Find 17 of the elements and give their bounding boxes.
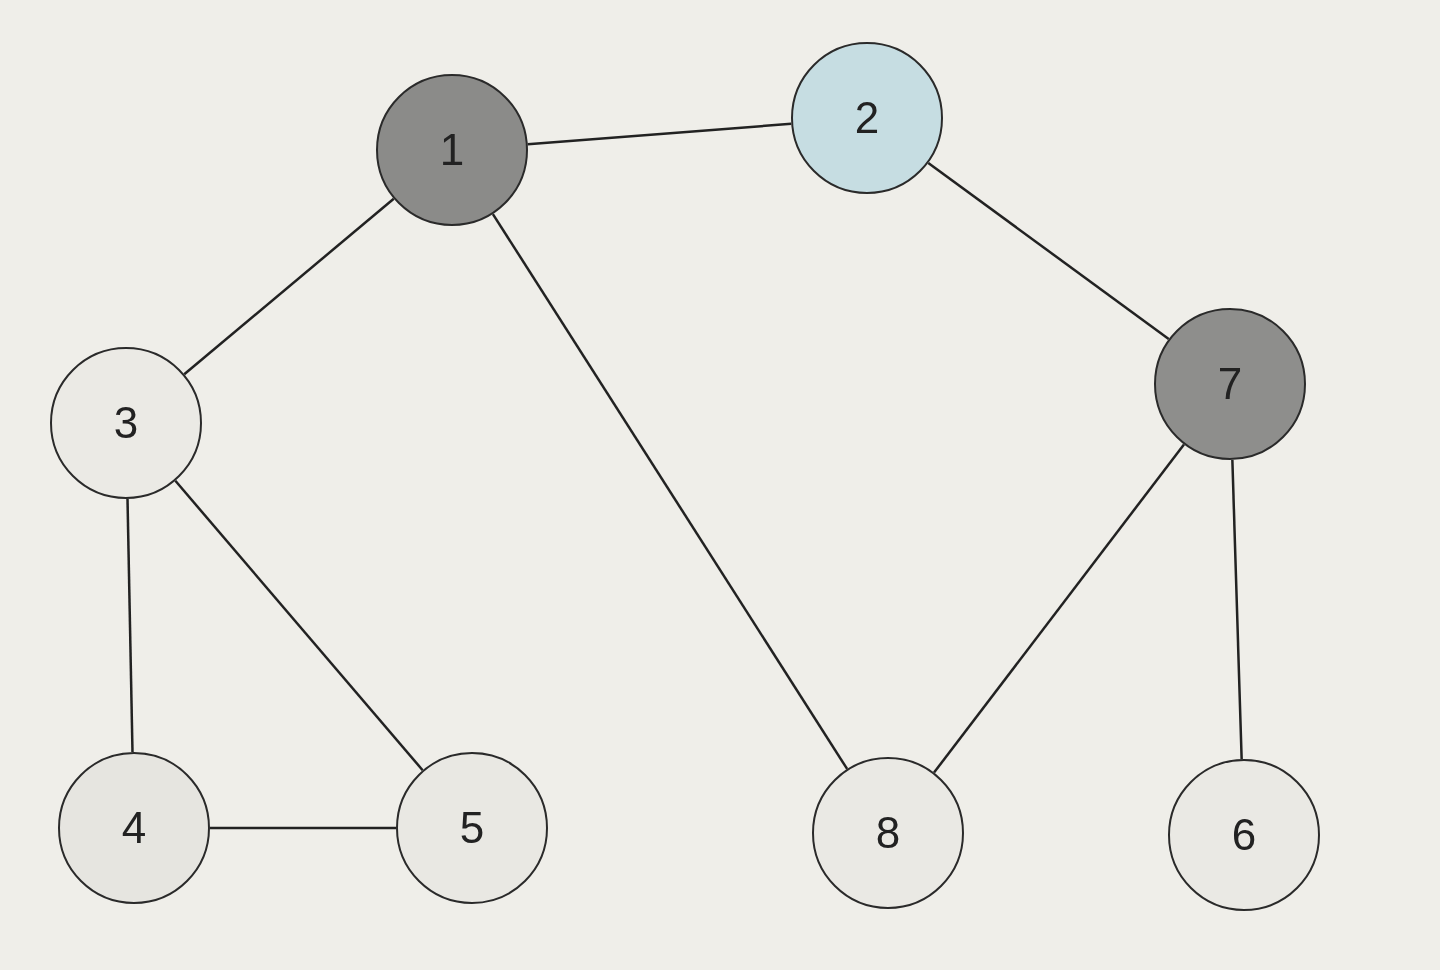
node-number: 5: [459, 803, 485, 853]
node-number: 3: [113, 398, 139, 448]
node-number: 8: [875, 808, 901, 858]
connector-line: [1231, 459, 1243, 760]
connector-line: [183, 197, 395, 376]
node-number: 4: [121, 803, 147, 853]
connector-line: [491, 213, 849, 770]
connector-line: [126, 498, 134, 753]
node-number: 6: [1231, 810, 1257, 860]
connector-line: [527, 122, 792, 146]
connector-line: [927, 161, 1170, 341]
connector-line: [933, 443, 1185, 774]
connector-line: [174, 479, 424, 772]
connector-line: [210, 826, 396, 830]
node-number: 1: [439, 125, 465, 175]
node-number: 7: [1217, 359, 1243, 409]
node-number: 2: [854, 93, 880, 143]
